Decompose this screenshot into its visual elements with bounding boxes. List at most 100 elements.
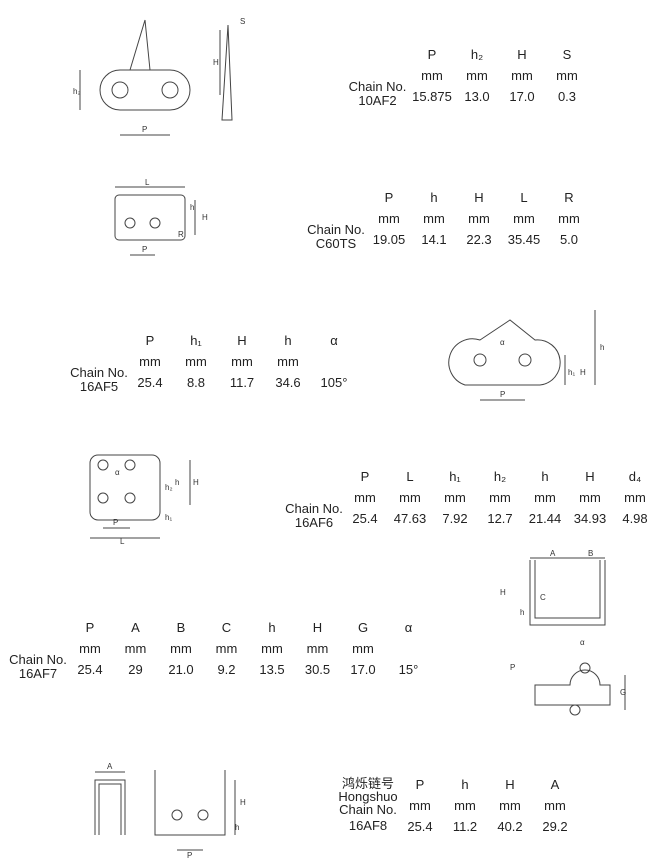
cell-value: 25.4 [77,662,103,677]
drawing-C60TS: Lh HPR [114,178,208,256]
svg-text:H: H [213,58,219,67]
chain-label-line: Chain No. [285,501,343,516]
cell-value: 25.4 [407,819,433,834]
cell-value: 34.93 [573,511,607,526]
cell-unit: mm [277,354,299,369]
svg-text:α: α [115,468,120,477]
chain-label-line: Chain No. [339,802,397,817]
cell-symbol: d₄ [628,469,642,484]
cell-symbol: H [474,190,484,205]
cell-unit: mm [231,354,253,369]
drawing-16AF8: AP Hh [94,762,246,860]
drawing-10AF2: h₂P HS [73,17,245,136]
cell-unit: mm [544,798,566,813]
cell-value: 47.63 [393,511,427,526]
cell-unit: mm [124,641,147,656]
cell-symbol: h₂ [470,47,484,62]
cell-value: 30.5 [304,662,331,677]
cell-symbol: h [430,190,438,205]
cell-value: 11.2 [452,819,478,834]
cell-value: 21.0 [168,662,194,677]
cell-unit: mm [354,490,376,505]
cell-value: 13.5 [259,662,285,677]
cell-value: 17.0 [509,89,535,104]
cell-unit: mm [558,211,580,226]
svg-text:H: H [202,213,208,222]
chain-label-line: Chain No. [70,365,128,380]
cell-symbol: α [404,620,413,635]
cell-value: 29 [128,662,143,677]
chain-label-line: C60TS [315,236,357,251]
svg-text:h: h [235,823,239,832]
svg-text:P: P [142,125,147,134]
cell-symbol: B [176,620,186,635]
svg-text:H: H [193,478,199,487]
svg-text:S: S [240,17,245,26]
cell-value: 15.875 [412,89,452,104]
cell-unit: mm [421,68,443,83]
cell-symbol: P [415,777,425,792]
cell-value: 12.7 [487,511,513,526]
svg-text:P: P [500,390,505,399]
svg-text:H: H [580,368,586,377]
svg-text:C: C [540,593,546,602]
cell-symbol: P [384,190,394,205]
cell-symbol: h₂ [493,469,507,484]
cell-unit: mm [579,490,601,505]
chain-label-line: 16AF7 [18,666,58,681]
svg-text:G: G [620,688,626,697]
svg-text:α: α [580,638,585,647]
cell-value: 40.2 [497,819,523,834]
cell-value: 14.1 [421,232,447,247]
cell-value: 22.3 [466,232,492,247]
chain-label-line: 10AF2 [358,93,397,108]
svg-text:H: H [500,588,506,597]
cell-value: 5.0 [559,232,579,247]
svg-text:H: H [240,798,246,807]
cell-unit: mm [489,490,511,505]
cell-unit: mm [399,490,421,505]
svg-text:h₁: h₁ [568,368,575,377]
cell-symbol: L [406,469,414,484]
chain-label-line: 鸿烁链号 [341,776,394,791]
cell-symbol: C [221,620,232,635]
cell-unit: mm [306,641,329,656]
svg-text:L: L [120,537,125,545]
cell-value: 11.7 [229,375,255,390]
cell-value: 29.2 [542,819,568,834]
svg-text:A: A [550,550,556,558]
cell-unit: mm [444,490,466,505]
cell-symbol: H [312,620,323,635]
cell-symbol: P [145,333,155,348]
cell-unit: mm [624,490,646,505]
cell-symbol: P [85,620,95,635]
cell-unit: mm [556,68,578,83]
chain-number-label: Chain No.C60TS [300,223,372,250]
cell-value: 25.4 [137,375,163,390]
svg-text:α: α [500,338,505,347]
cell-symbol: h₁ [190,333,202,348]
cell-symbol: H [585,469,595,484]
cell-unit: mm [79,641,101,656]
cell-value: 0.3 [557,89,577,104]
svg-text:P: P [187,851,192,860]
svg-text:P: P [142,245,147,254]
cell-unit: mm [513,211,535,226]
cell-symbol: A [550,777,560,792]
cell-symbol: S [562,47,572,62]
cell-unit: mm [139,354,161,369]
chain-number-label: Chain No.16AF5 [65,366,133,393]
cell-symbol: h [284,333,292,348]
cell-symbol: h [461,777,469,792]
cell-symbol: α [330,333,338,348]
cell-symbol: H [505,777,515,792]
cell-symbol: h [541,469,549,484]
cell-unit: mm [352,641,374,656]
cell-unit: mm [468,211,490,226]
cell-unit: mm [215,641,238,656]
cell-symbol: G [357,620,369,635]
cell-unit: mm [499,798,521,813]
